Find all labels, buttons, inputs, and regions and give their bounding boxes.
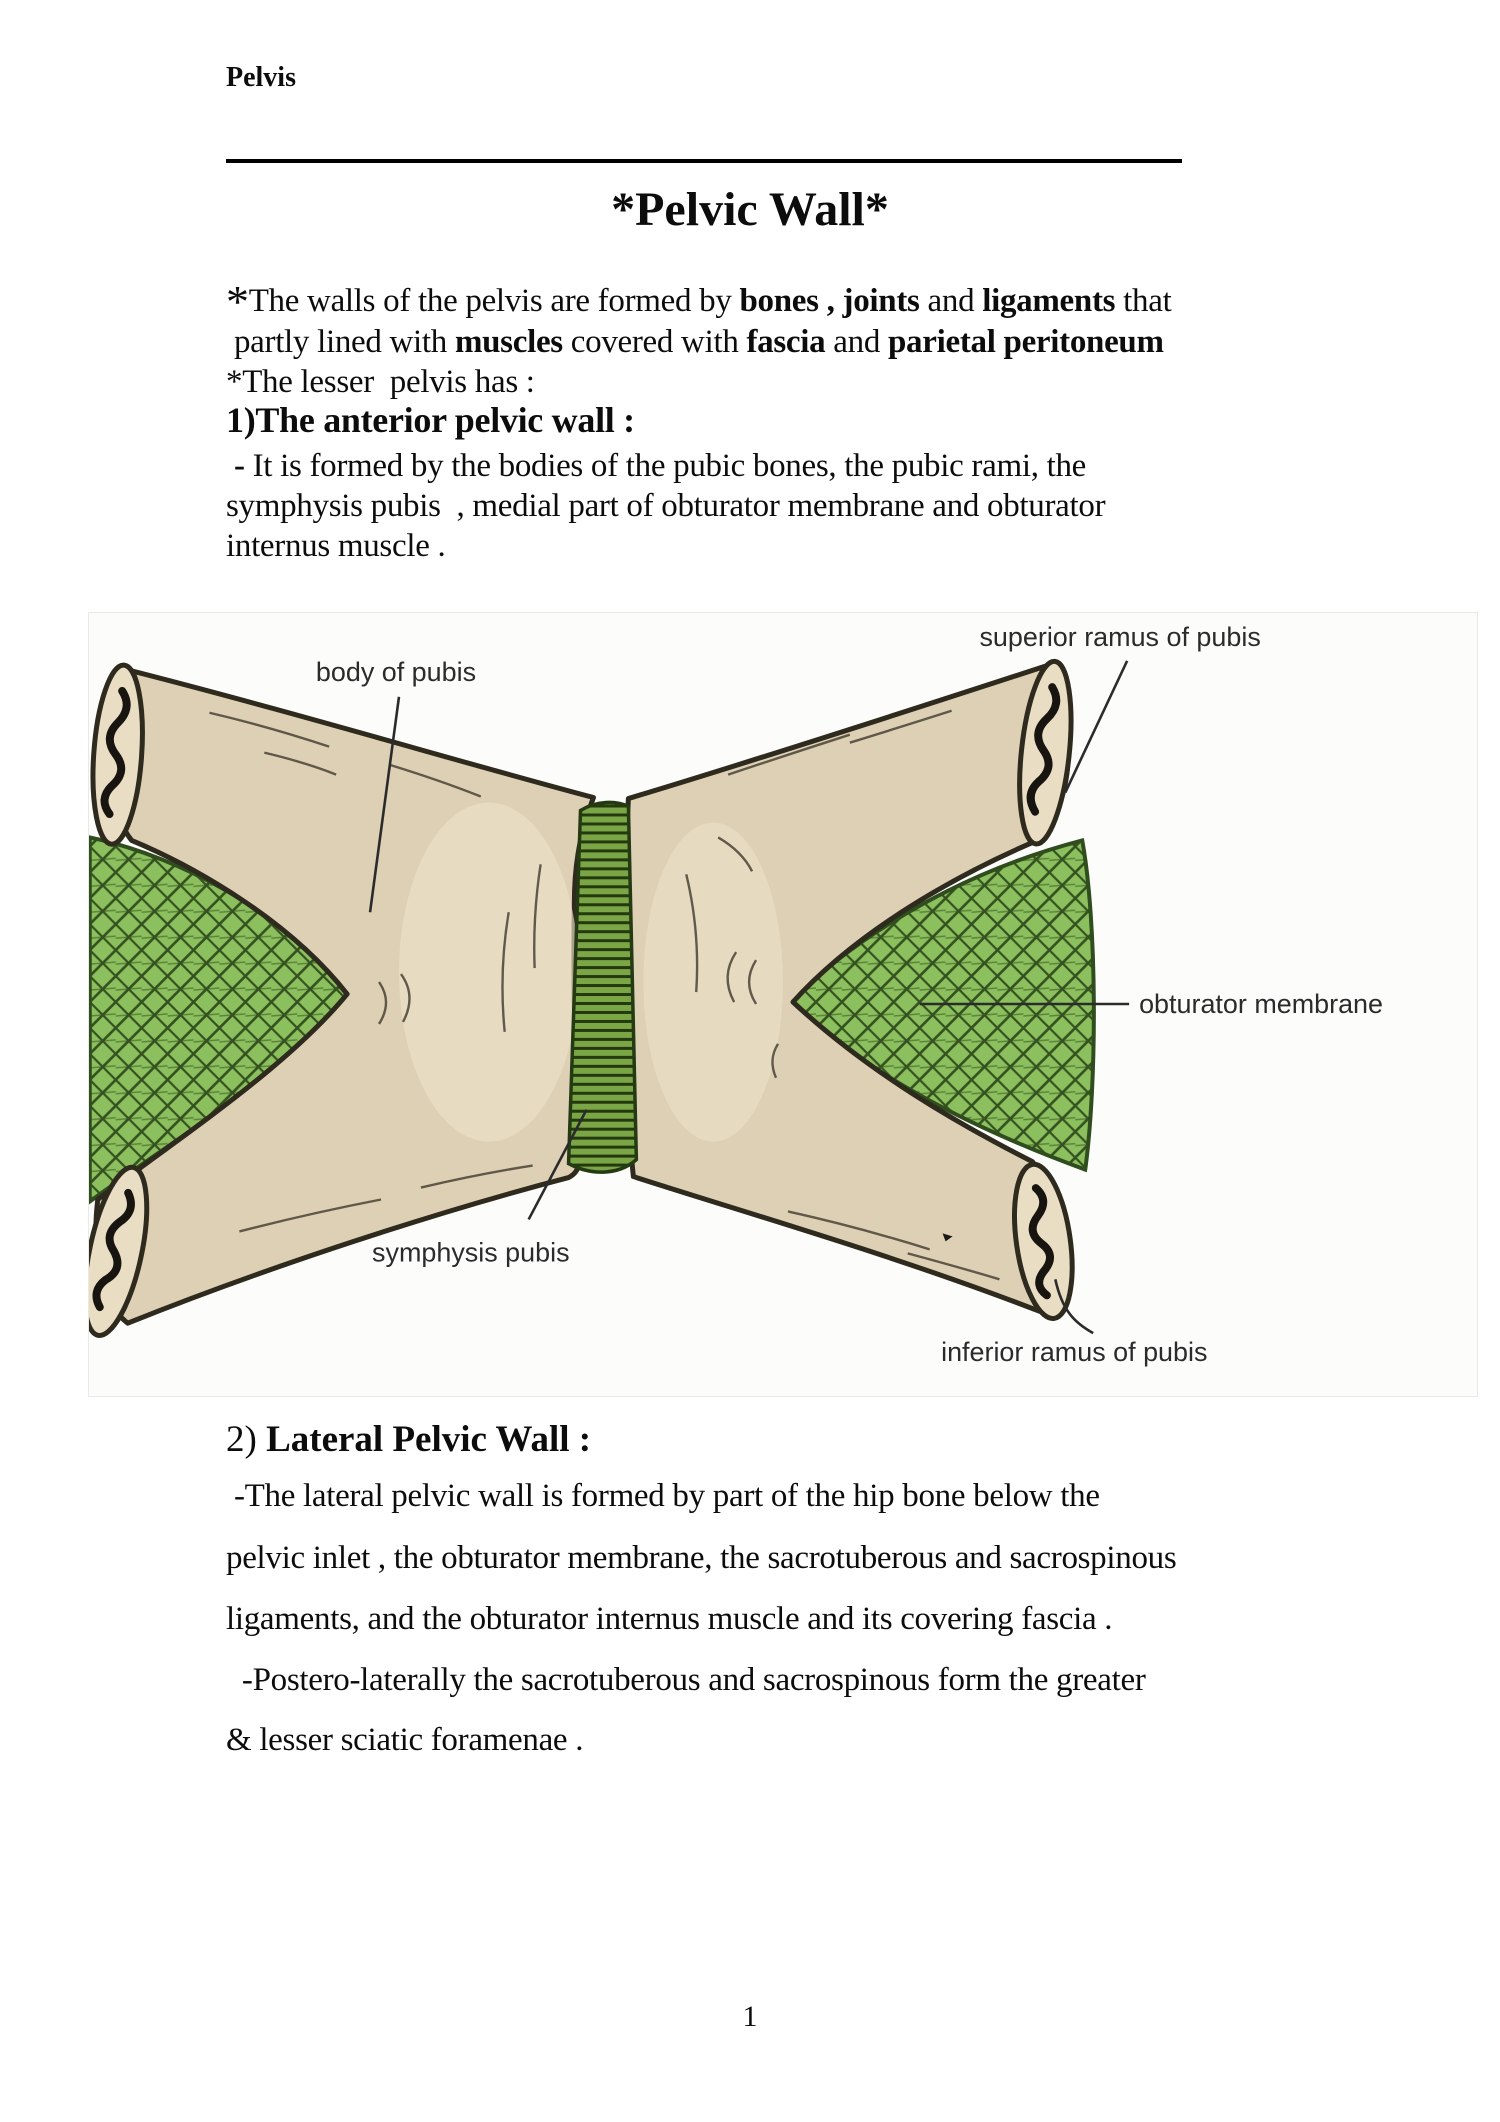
cut-end-top-left [90, 662, 145, 847]
intro-bold: fascia [746, 324, 826, 360]
cut-end-bottom-left [89, 1164, 150, 1338]
pelvic-wall-diagram: body of pubis superior ramus of pubis ob… [88, 612, 1478, 1397]
label-superior-ramus: superior ramus of pubis [979, 622, 1260, 652]
label-obturator-membrane: obturator membrane [1139, 989, 1383, 1019]
section2-line-2: pelvic inlet , the obturator membrane, t… [226, 1540, 1177, 1576]
cut-end-top-right [1017, 658, 1074, 847]
intro-text: that [1115, 283, 1172, 319]
symphysis-pubis-band [566, 800, 639, 1174]
intro-bold: parietal peritoneum [888, 324, 1164, 360]
intro-text: and [825, 324, 888, 360]
intro-bold: ligaments [982, 283, 1116, 319]
bone-highlight [398, 802, 579, 1142]
label-body-of-pubis: body of pubis [316, 657, 476, 687]
intro-text: The walls of the pelvis are formed by [248, 283, 740, 319]
section2-number: 2) [226, 1419, 267, 1460]
intro-line-5: - It is formed by the bodies of the pubi… [226, 446, 1306, 486]
intro-text: and [919, 283, 983, 319]
section2-line-4: -Postero-laterally the sacrotuberous and… [226, 1662, 1146, 1698]
section2-line-1: -The lateral pelvic wall is formed by pa… [226, 1478, 1100, 1514]
page-title: *Pelvic Wall* [611, 183, 889, 236]
leader-body-of-pubis [368, 696, 401, 913]
intro-line-6: symphysis pubis , medial part of obturat… [226, 488, 1106, 524]
intro-text: partly lined with [226, 324, 455, 360]
intro-text: covered with [562, 324, 747, 360]
leader-inferior-ramus [1054, 1279, 1094, 1335]
header-rule [226, 159, 1182, 163]
intro-line-1: *The walls of the pelvis are formed by b… [226, 279, 1306, 325]
section1-heading: 1)The anterior pelvic wall : [226, 400, 635, 440]
bone-highlight [643, 822, 783, 1142]
intro-bold: muscles [454, 324, 563, 360]
intro-line-3: *The lesser pelvis has : [226, 364, 535, 400]
section2-line-3: ligaments, and the obturator internus mu… [226, 1601, 1113, 1637]
cut-end-bottom-right [1012, 1161, 1075, 1322]
leader-lines [368, 660, 1130, 1335]
label-symphysis-pubis: symphysis pubis [372, 1237, 570, 1267]
section2-line-5: & lesser sciatic foramenae . [226, 1722, 584, 1758]
label-inferior-ramus: inferior ramus of pubis [941, 1337, 1207, 1367]
star-mark: * [226, 276, 249, 327]
intro-line-7: internus muscle . [226, 528, 446, 564]
page-number: 1 [742, 2000, 758, 2033]
leader-symphysis-pubis [527, 1109, 588, 1221]
leader-superior-ramus [1064, 660, 1129, 794]
list-dash: - [226, 448, 253, 484]
intro-line-2: partly lined with muscles covered with f… [226, 322, 1306, 362]
intro-text: It is formed by the bodies of the pubic … [252, 448, 1087, 484]
intro-bold: bones , joints [739, 283, 920, 319]
pelvic-bones-figure: body of pubis superior ramus of pubis ob… [89, 622, 1383, 1367]
section2-title: Lateral Pelvic Wall : [266, 1419, 592, 1460]
bone-texture-strokes [209, 709, 1000, 1281]
section2-heading: 2) Lateral Pelvic Wall : [226, 1418, 591, 1461]
running-header: Pelvis [226, 62, 296, 93]
small-ink-mark [942, 1233, 953, 1242]
